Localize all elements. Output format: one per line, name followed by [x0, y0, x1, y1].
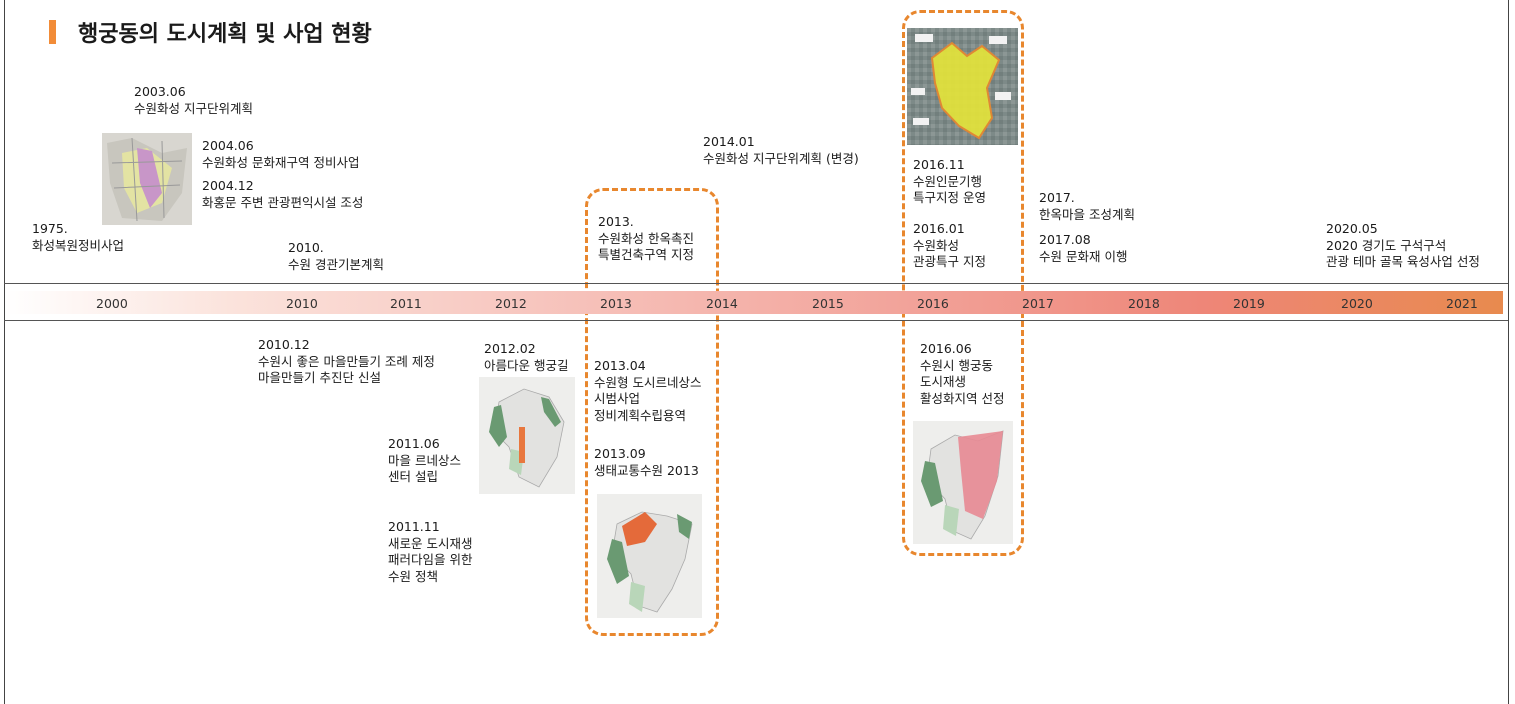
year-label: 2015 — [812, 296, 844, 311]
event-text-line2: 패러다임을 위한 — [388, 552, 473, 567]
event-text: 수원인문기행 — [913, 173, 983, 189]
event-text-line2: 도시재생 — [920, 374, 967, 389]
event-date: 2004.12 — [202, 178, 254, 193]
event-date: 2016.06 — [920, 341, 972, 356]
event-2011-11: 2011.11 새로운 도시재생 패러다임을 위한 수원 정책 — [388, 519, 472, 585]
year-label: 2020 — [1341, 296, 1373, 311]
year-label: 2011 — [390, 296, 422, 311]
event-text-line2: 마을만들기 추진단 신설 — [258, 370, 381, 385]
map-thumbnail-2003 — [102, 133, 192, 225]
event-2003-06: 2003.06 수원화성 지구단위계획 — [134, 84, 253, 117]
event-2017: 2017. 한옥마을 조성계획 — [1039, 190, 1135, 223]
event-date: 2003.06 — [134, 84, 186, 99]
event-date: 2016.11 — [913, 157, 965, 172]
event-2010: 2010. 수원 경관기본계획 — [288, 240, 384, 273]
event-text-line2: 관광 테마 골목 육성사업 선정 — [1326, 254, 1480, 269]
event-text: 한옥마을 조성계획 — [1039, 206, 1135, 222]
highlight-frame-2013 — [585, 188, 719, 636]
event-text: 생태교통수원 2013 — [594, 462, 699, 478]
map-thumbnail-2013 — [597, 494, 702, 618]
timeline-bottom-rule — [4, 320, 1508, 321]
event-text: 수원화성 지구단위계획 — [134, 100, 253, 116]
year-label: 2021 — [1446, 296, 1478, 311]
event-text: 수원화성 지구단위계획 (변경) — [703, 150, 859, 166]
event-date: 2013. — [598, 214, 634, 229]
event-date: 2013.09 — [594, 446, 646, 461]
event-text: 화성복원정비사업 — [32, 237, 125, 253]
year-label: 2010 — [286, 296, 318, 311]
event-2017-08: 2017.08 수원 문화재 이행 — [1039, 232, 1127, 265]
year-label: 2019 — [1233, 296, 1265, 311]
event-text: 새로운 도시재생 — [388, 535, 473, 551]
year-label: 2012 — [495, 296, 527, 311]
event-text-line2: 시범사업 — [594, 391, 641, 406]
year-label: 2016 — [917, 296, 949, 311]
event-date: 2011.11 — [388, 519, 440, 534]
event-2016-01: 2016.01 수원화성 관광특구 지정 — [913, 221, 986, 271]
event-2014-01: 2014.01 수원화성 지구단위계획 (변경) — [703, 134, 859, 167]
year-label: 2017 — [1022, 296, 1054, 311]
event-2020-05: 2020.05 2020 경기도 구석구석 관광 테마 골목 육성사업 선정 — [1326, 221, 1480, 271]
year-label: 2014 — [706, 296, 738, 311]
event-text: 화홍문 주변 관광편익시설 조성 — [202, 194, 364, 210]
event-2012-02: 2012.02 아름다운 행궁길 — [484, 341, 568, 374]
event-2010-12: 2010.12 수원시 좋은 마을만들기 조례 제정 마을만들기 추진단 신설 — [258, 337, 435, 387]
event-text: 수원 문화재 이행 — [1039, 248, 1128, 264]
event-date: 2020.05 — [1326, 221, 1378, 236]
event-2016-11: 2016.11 수원인문기행 특구지정 운영 — [913, 157, 986, 207]
event-date: 2017.08 — [1039, 232, 1091, 247]
event-2013-09: 2013.09 생태교통수원 2013 — [594, 446, 699, 479]
year-label: 2013 — [600, 296, 632, 311]
event-text: 수원화성 문화재구역 정비사업 — [202, 154, 360, 170]
frame-right-border — [1508, 0, 1509, 704]
event-1975: 1975. 화성복원정비사업 — [32, 221, 124, 254]
event-text-line2: 관광특구 지정 — [913, 254, 986, 269]
frame-left-border — [4, 0, 5, 704]
event-date: 2010. — [288, 240, 324, 255]
event-text: 마을 르네상스 — [388, 452, 461, 468]
timeline-top-rule — [4, 283, 1508, 284]
event-text: 수원화성 한옥촉진 — [598, 230, 694, 246]
event-2004-12: 2004.12 화홍문 주변 관광편익시설 조성 — [202, 178, 363, 211]
event-date: 2011.06 — [388, 436, 440, 451]
event-date: 2017. — [1039, 190, 1075, 205]
event-date: 2013.04 — [594, 358, 646, 373]
event-text: 수원 경관기본계획 — [288, 256, 384, 272]
event-2013: 2013. 수원화성 한옥촉진 특별건축구역 지정 — [598, 214, 694, 264]
map-thumbnail-2016 — [913, 421, 1013, 544]
event-date: 2004.06 — [202, 138, 254, 153]
event-2004-06: 2004.06 수원화성 문화재구역 정비사업 — [202, 138, 359, 171]
event-date: 2014.01 — [703, 134, 755, 149]
map-thumbnail-2012 — [479, 377, 575, 494]
event-text-line2: 센터 설립 — [388, 469, 438, 484]
event-text-line3: 정비계획수립용역 — [594, 407, 687, 423]
event-text: 아름다운 행궁길 — [484, 357, 569, 373]
event-date: 2010.12 — [258, 337, 310, 352]
event-date: 2012.02 — [484, 341, 536, 356]
event-date: 1975. — [32, 221, 68, 236]
title-accent-bar — [49, 20, 56, 44]
event-2011-06: 2011.06 마을 르네상스 센터 설립 — [388, 436, 461, 486]
timeline-band — [5, 291, 1503, 314]
map-thumbnail-2016-aerial — [907, 28, 1018, 145]
event-text-line3: 수원 정책 — [388, 568, 438, 584]
event-text: 수원시 행궁동 — [920, 357, 993, 373]
year-label: 2018 — [1128, 296, 1160, 311]
event-date: 2016.01 — [913, 221, 965, 236]
event-text: 수원형 도시르네상스 — [594, 374, 702, 390]
event-text-line3: 활성화지역 선정 — [920, 390, 1005, 406]
event-text: 2020 경기도 구석구석 — [1326, 237, 1447, 253]
event-text-line2: 특구지정 운영 — [913, 190, 986, 205]
event-2016-06: 2016.06 수원시 행궁동 도시재생 활성화지역 선정 — [920, 341, 1004, 407]
page-title: 행궁동의 도시계획 및 사업 현황 — [78, 22, 372, 47]
event-text-line2: 특별건축구역 지정 — [598, 247, 694, 262]
event-text: 수원시 좋은 마을만들기 조례 제정 — [258, 353, 435, 369]
event-text: 수원화성 — [913, 237, 960, 253]
event-2013-04: 2013.04 수원형 도시르네상스 시범사업 정비계획수립용역 — [594, 358, 701, 424]
year-label: 2000 — [96, 296, 128, 311]
